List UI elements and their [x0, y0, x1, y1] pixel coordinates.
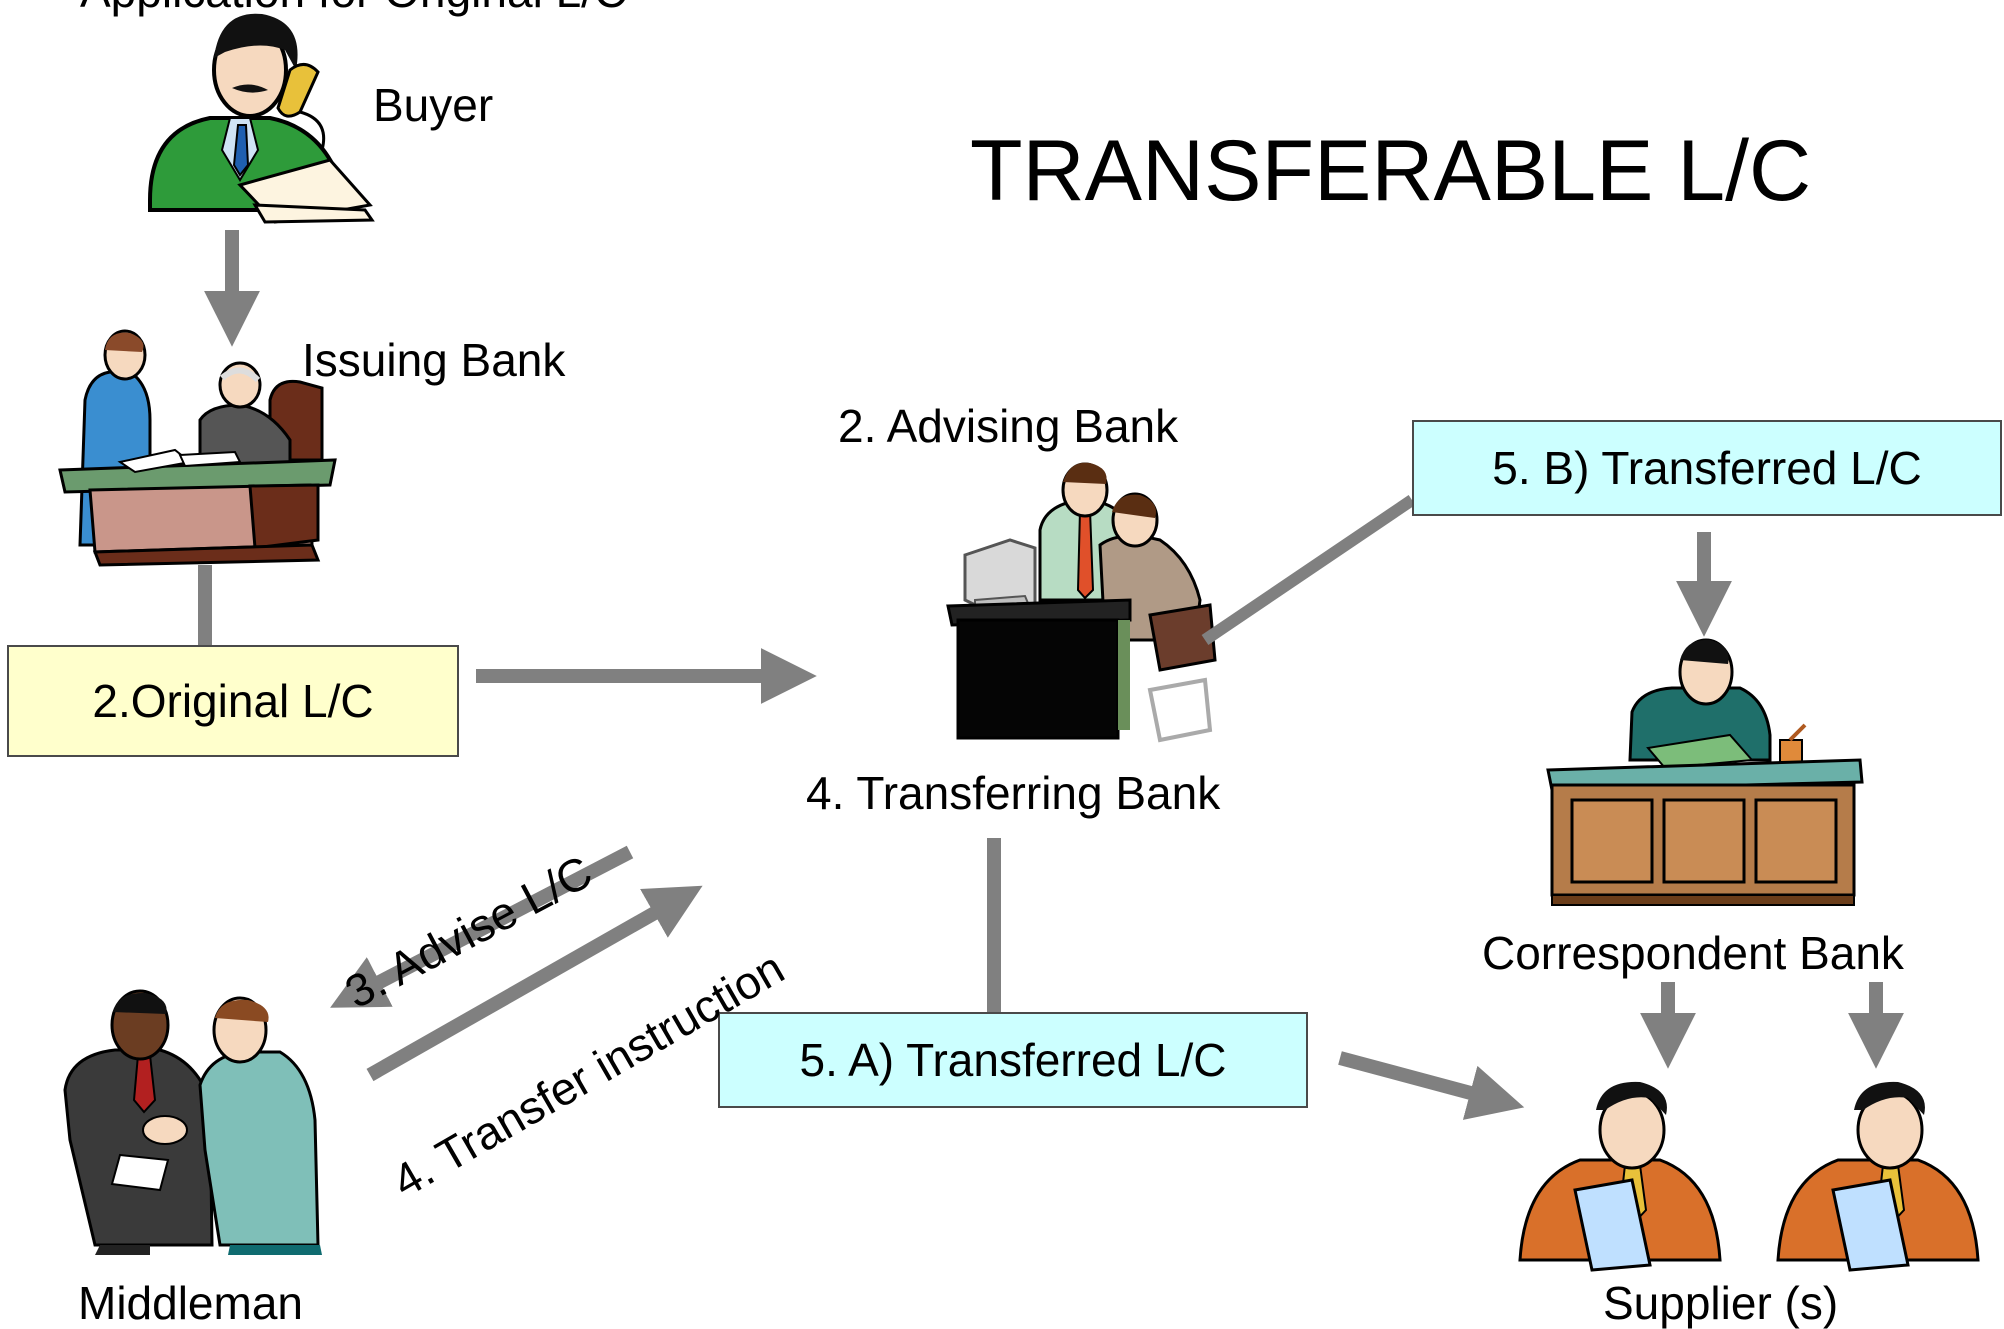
- transferred-lc-b-box: 5. B) Transferred L/C: [1412, 420, 2002, 516]
- suppliers-label: Supplier (s): [1603, 1277, 1839, 1329]
- middleman-illustration: [63, 989, 322, 1255]
- arrow-transfer-instruction-to-transferring-bank: [366, 885, 703, 1082]
- issuing-bank-label: Issuing Bank: [302, 334, 566, 386]
- supplier-illustration-2: [1776, 1081, 1980, 1272]
- correspondent-bank-label: Correspondent Bank: [1482, 927, 1904, 979]
- arrow-transferred-lc-a-to-suppliers: [1338, 1051, 1525, 1120]
- correspondent-bank-illustration: [1546, 638, 1864, 906]
- diagram-title: TRANSFERABLE L/C: [970, 123, 1812, 219]
- transferring-bank-label: 4. Transferring Bank: [806, 767, 1221, 819]
- buyer-illustration: [148, 13, 375, 224]
- original-lc-box: 2.Original L/C: [7, 645, 459, 757]
- arrow-advise-lc-to-middleman: [330, 845, 634, 1008]
- transferred-lc-a-box: 5. A) Transferred L/C: [718, 1012, 1308, 1108]
- connector-advising-bank-to-transferred-lc-b: [1201, 495, 1416, 645]
- advising-bank-label: 2. Advising Bank: [838, 400, 1179, 452]
- advising-bank-illustration: [946, 462, 1217, 743]
- top-cut-text: Application for Original L/C: [80, 0, 627, 14]
- buyer-label: Buyer: [373, 79, 494, 131]
- issuing-bank-illustration: [58, 329, 337, 567]
- middleman-label: Middleman: [78, 1277, 303, 1329]
- supplier-illustration-1: [1518, 1081, 1722, 1272]
